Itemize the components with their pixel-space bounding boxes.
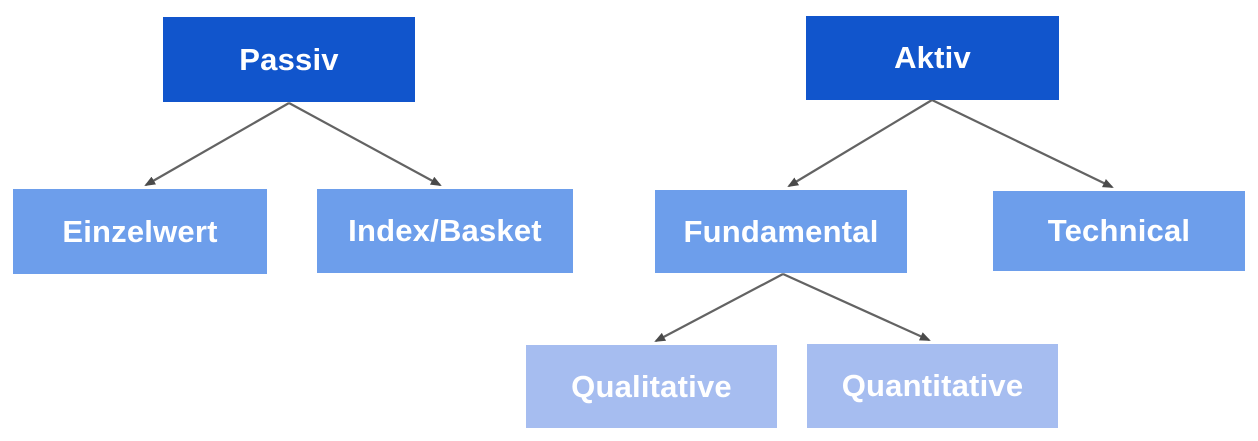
edge-passiv-index-basket <box>288 102 442 186</box>
node-technical: Technical <box>993 191 1245 271</box>
edge-aktiv-technical <box>931 99 1114 188</box>
edge-fundamental-quantitative <box>782 272 931 342</box>
node-fundamental: Fundamental <box>655 190 907 273</box>
edge-passiv-einzelwert <box>144 102 290 186</box>
node-index-basket: Index/Basket <box>317 189 573 273</box>
edge-fundamental-qualitative <box>654 273 784 342</box>
node-aktiv: Aktiv <box>806 16 1059 100</box>
node-einzelwert: Einzelwert <box>13 189 267 274</box>
node-quantitative: Quantitative <box>807 344 1058 428</box>
node-qualitative: Qualitative <box>526 345 777 428</box>
node-passiv: Passiv <box>163 17 415 102</box>
edge-aktiv-fundamental <box>787 99 933 188</box>
